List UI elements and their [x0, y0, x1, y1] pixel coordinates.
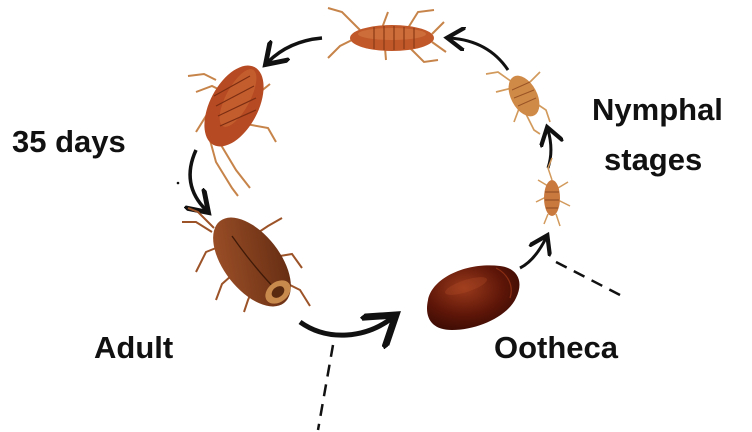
arrow-left-to-adult	[190, 150, 206, 210]
nymph-top-illustration	[328, 8, 446, 62]
label-nymphal: Nymphal	[592, 92, 723, 128]
arrow-ootheca-to-nymph	[520, 238, 546, 268]
arrow-top-to-upper-left	[268, 38, 322, 62]
arrow-right-to-top	[450, 38, 508, 70]
stray-dot	[177, 182, 180, 185]
dashed-line-bottom	[318, 345, 333, 430]
nymph-upper-left-illustration	[188, 56, 276, 196]
label-35-days: 35 days	[12, 124, 126, 160]
adult-cockroach-illustration	[182, 204, 310, 320]
ootheca-illustration	[427, 265, 519, 330]
label-stages: stages	[604, 142, 702, 178]
label-adult: Adult	[94, 330, 173, 366]
nymph-medium-illustration	[486, 70, 550, 134]
arrow-adult-to-ootheca	[300, 318, 392, 335]
label-ootheca: Ootheca	[494, 330, 618, 366]
nymph-small-illustration	[536, 158, 570, 226]
dashed-line-ootheca	[556, 262, 622, 296]
